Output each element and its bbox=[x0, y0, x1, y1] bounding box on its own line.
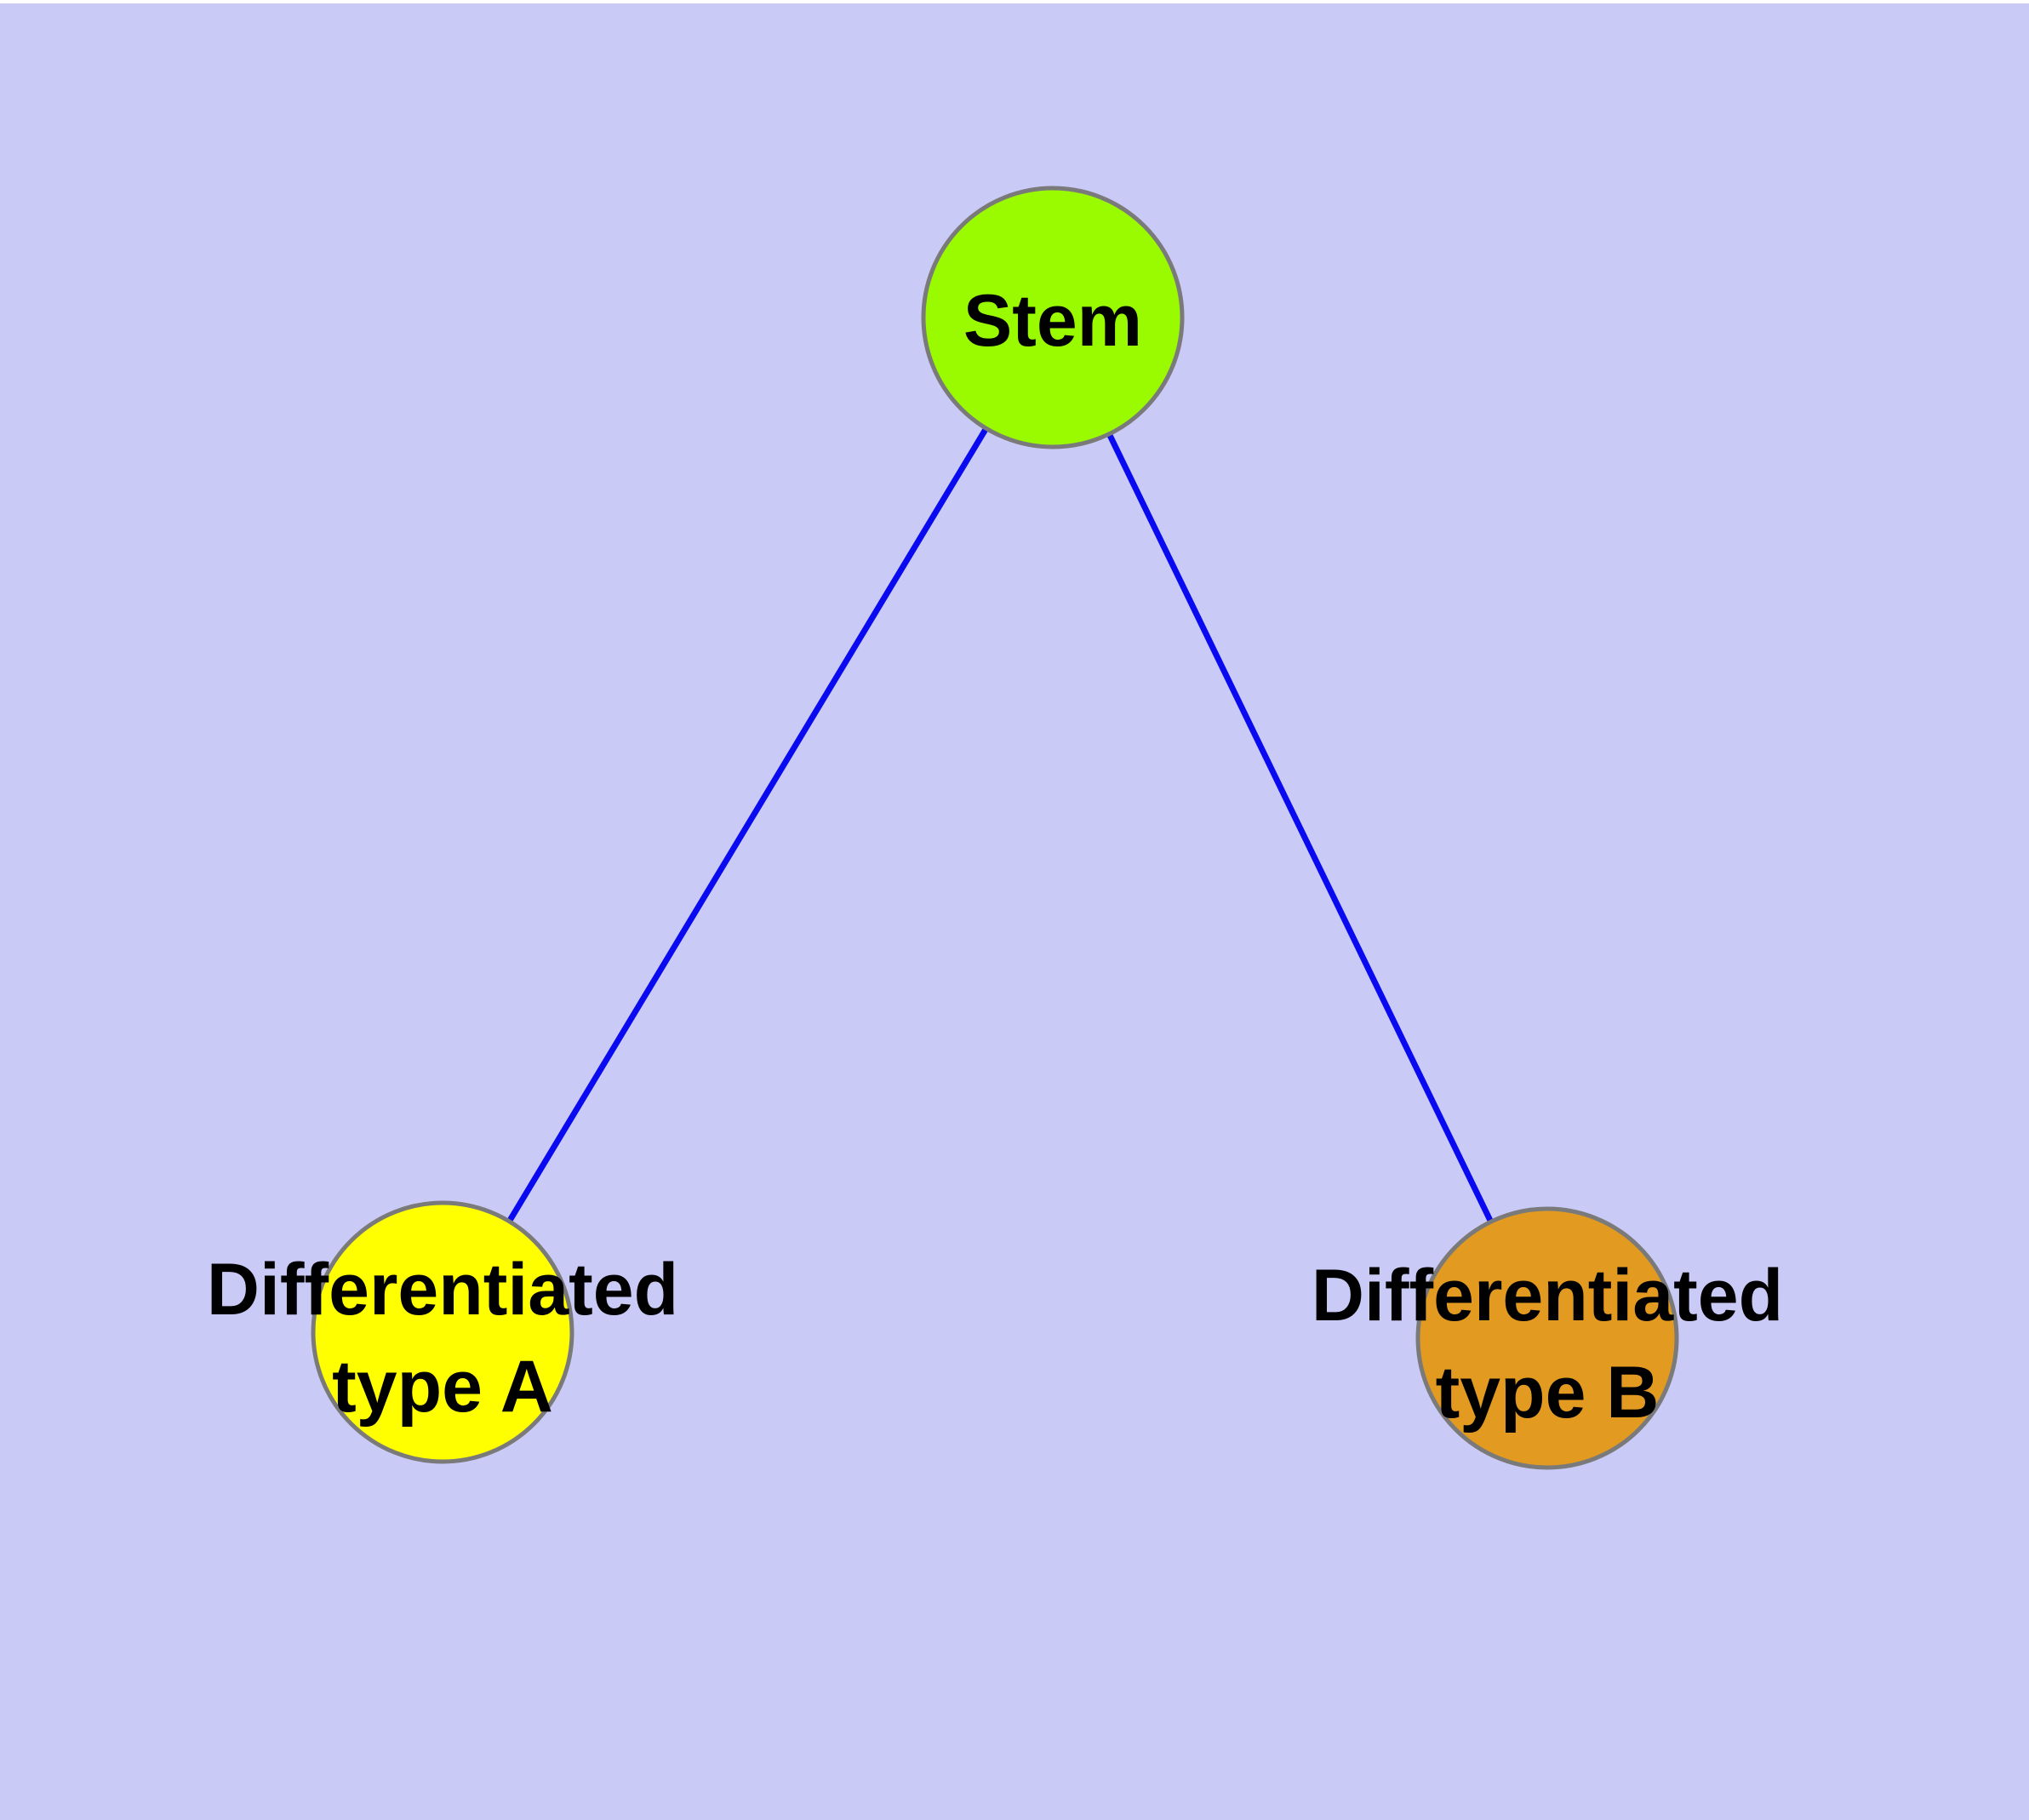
type-b-node-label-line-2: type B bbox=[1436, 1352, 1660, 1434]
edge-stem-to-type-a bbox=[440, 316, 1055, 1334]
type-a-node-label-line-2: type A bbox=[332, 1346, 553, 1428]
differentiated-type-b-node bbox=[1415, 1206, 1679, 1470]
edge-stem-to-type-b bbox=[1049, 316, 1551, 1340]
stem-node-label: Stem bbox=[963, 280, 1142, 362]
top-margin-strip bbox=[0, 0, 2029, 3]
type-b-node-label-line-1: Differentiated bbox=[1312, 1255, 1783, 1336]
stem-node bbox=[921, 186, 1185, 449]
differentiated-type-a-node bbox=[311, 1200, 574, 1464]
type-a-node-label-line-1: Differentiated bbox=[207, 1249, 678, 1331]
